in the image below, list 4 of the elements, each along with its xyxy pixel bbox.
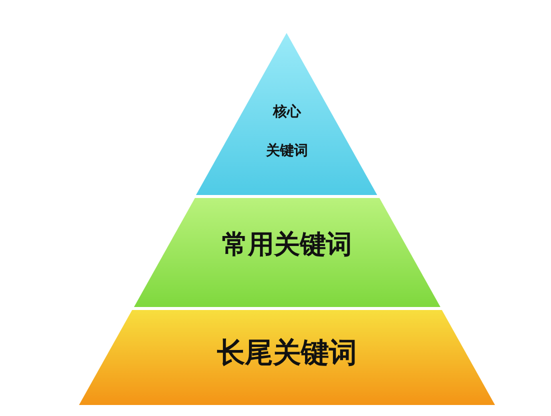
tier-label: 长尾关键词 [216, 336, 358, 370]
tier-label: 关键词 [264, 143, 309, 160]
tier-label: 常用关键词 [220, 230, 353, 262]
tier-label: 核心 [272, 104, 302, 121]
